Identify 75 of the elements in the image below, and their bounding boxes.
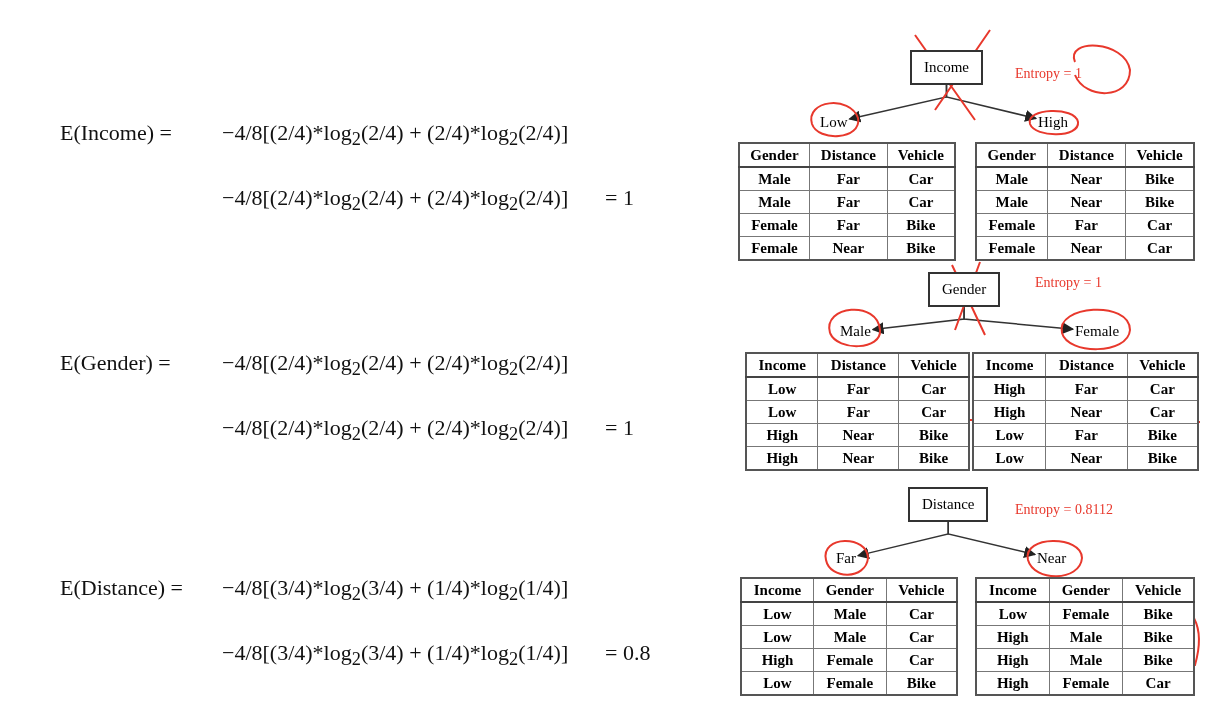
table-cell: Near (1047, 190, 1126, 214)
entropy-note: Entropy = 1 (1015, 66, 1082, 82)
table-cell: Male (813, 625, 887, 649)
table-cell: High (976, 625, 1050, 649)
table-cell: Far (1047, 213, 1126, 237)
table-cell: Far (817, 377, 899, 401)
table-cell: Low (746, 377, 818, 401)
table-cell: Male (739, 190, 810, 214)
table-cell: Far (809, 213, 888, 237)
table-cell: Low (741, 625, 814, 649)
table-cell: Male (976, 167, 1048, 191)
table-cell: Low (741, 602, 814, 626)
split-node-box: Distance (908, 487, 989, 522)
entropy-note: Entropy = 1 (1035, 275, 1102, 291)
table-cell: Far (817, 400, 899, 424)
arrow (963, 306, 1075, 335)
table-cell: Far (809, 190, 888, 214)
table-cell: High (973, 400, 1046, 424)
table-cell: Female (813, 648, 887, 672)
column-header: Income (973, 353, 1046, 377)
arrow (945, 84, 1038, 122)
table-cell: High (746, 423, 818, 447)
split-node-box: Income (910, 50, 983, 85)
formula-result: = 1 (605, 415, 634, 441)
column-header: Distance (809, 143, 888, 167)
table-cell: Female (976, 213, 1048, 237)
branch-label: Near (1035, 549, 1069, 568)
branch-label: High (1036, 113, 1070, 132)
column-header: Gender (739, 143, 810, 167)
formula-line: −4/8[(2/4)*log$_{2}$(2/4) + (2/4)*log$_{2}$(2/4)] (222, 120, 569, 151)
branch-label: Low (818, 113, 850, 132)
branch-label: Female (1073, 322, 1122, 341)
column-header: Income (741, 578, 814, 602)
table-cell: Female (739, 213, 810, 237)
table-cell: Male (1049, 648, 1123, 672)
split-node-box: Gender (928, 272, 1001, 307)
formula-result: = 0.8 (605, 640, 651, 666)
column-header: Gender (813, 578, 887, 602)
table-cell: Far (809, 167, 888, 191)
table-cell: Male (1049, 625, 1123, 649)
table-cell: Far (1045, 377, 1128, 401)
formula-label: E(Distance) = (60, 575, 183, 601)
table-cell: Near (1047, 167, 1126, 191)
formula-line: −4/8[(3/4)*log$_{2}$(3/4) + (1/4)*log$_{2}$(1/4)] (222, 575, 569, 606)
column-header: Income (976, 578, 1050, 602)
formula-line: −4/8[(3/4)*log$_{2}$(3/4) + (1/4)*log$_{2}$(1/4)] (222, 640, 569, 671)
table-cell: Low (746, 400, 818, 424)
column-header: Distance (817, 353, 899, 377)
formula-label: E(Income) = (60, 120, 172, 146)
table-cell: Near (1045, 400, 1128, 424)
table-cell: Low (973, 423, 1046, 447)
column-header: Distance (1047, 143, 1126, 167)
formula-line: −4/8[(2/4)*log$_{2}$(2/4) + (2/4)*log$_{2}$(2/4)] (222, 415, 569, 446)
table-cell: Male (813, 602, 887, 626)
column-header: Gender (976, 143, 1048, 167)
table-cell: High (741, 648, 814, 672)
table-cell: Far (1045, 423, 1128, 447)
formula-line: −4/8[(2/4)*log$_{2}$(2/4) + (2/4)*log$_{2}$(2/4)] (222, 185, 569, 216)
column-header: Income (746, 353, 818, 377)
table-cell: Male (739, 167, 810, 191)
formula-label: E(Gender) = (60, 350, 171, 376)
formula-result: = 1 (605, 185, 634, 211)
table-cell: Near (817, 423, 899, 447)
table-cell: High (976, 648, 1050, 672)
branch-label: Far (834, 549, 858, 568)
column-header: Gender (1049, 578, 1123, 602)
entropy-note: Entropy = 0.8112 (1015, 502, 1113, 518)
table-cell: Male (976, 190, 1048, 214)
table-cell: High (973, 377, 1046, 401)
branch-label: Male (838, 322, 873, 341)
table-cell: Female (1049, 602, 1123, 626)
table-cell: Low (976, 602, 1050, 626)
formula-line: −4/8[(2/4)*log$_{2}$(2/4) + (2/4)*log$_{2}$(2/4)] (222, 350, 569, 381)
column-header: Distance (1045, 353, 1128, 377)
arrow (947, 521, 1037, 558)
